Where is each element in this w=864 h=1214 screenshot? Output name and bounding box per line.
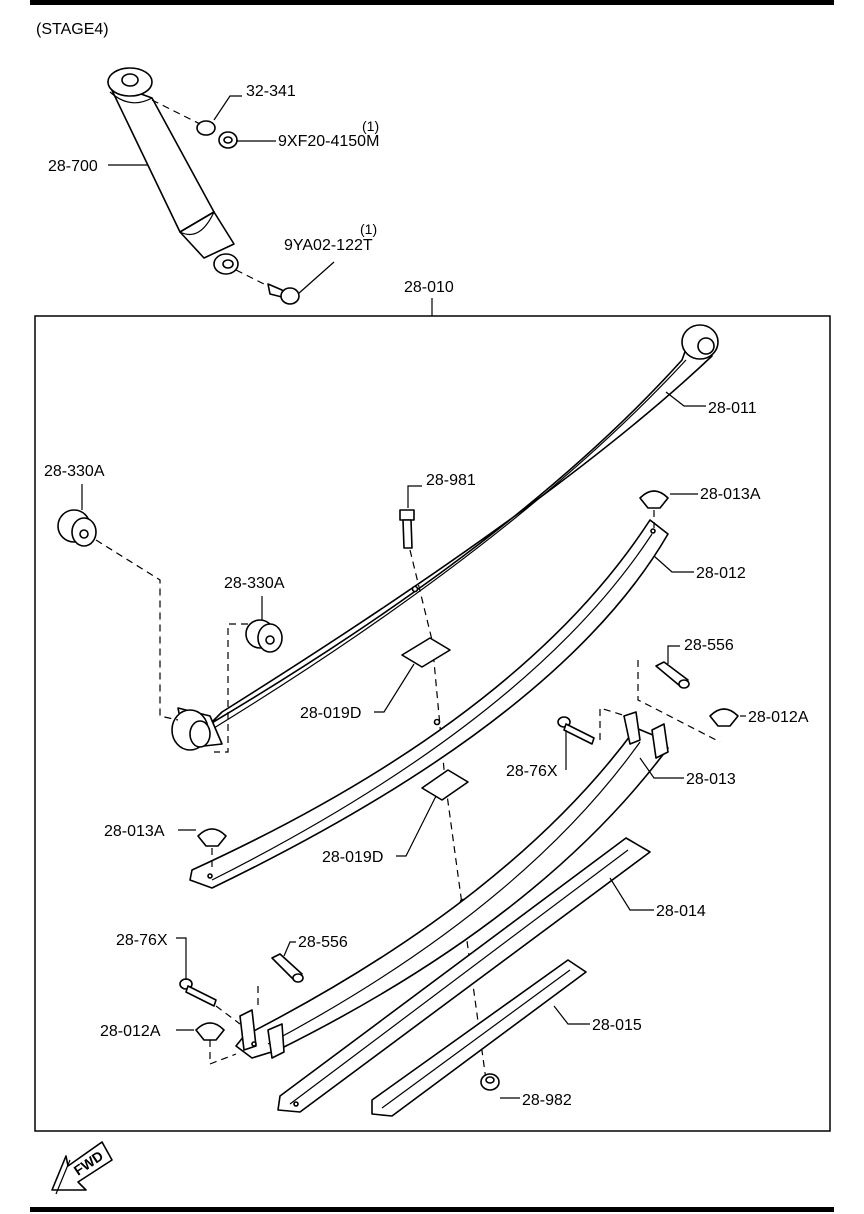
label-28-330a-1: 28-330A [44,463,105,480]
label-28-019d-1: 28-019D [300,705,361,722]
cap-28-013a-top [639,490,669,509]
label-28-013a-2: 28-013A [104,823,165,840]
washer-32-341 [196,120,216,136]
label-28-012a-2: 28-012A [100,1023,161,1040]
label-28-330a-2: 28-330A [224,575,285,592]
label-28-013a-1: 28-013A [700,486,761,503]
nut-9xf20 [218,131,238,149]
center-bolt-28-981 [399,509,415,549]
bolt-28-76x-bottom [179,978,217,1007]
stage-label: (STAGE4) [36,21,109,38]
label-28-76x-2: 28-76X [116,932,168,949]
cap-28-013a-bottom [197,828,227,847]
label-9xf20-qty: (1) [362,118,379,134]
label-28-556-1: 28-556 [684,637,734,654]
bolt-28-76x-top [557,716,595,745]
fwd-arrow-icon: FWD [51,1141,113,1195]
bushing-28-330a-left [57,509,97,547]
leaf-28-013 [235,711,669,1059]
spacer-28-019d-1 [401,637,451,668]
cap-28-012a-right [709,708,739,727]
pin-28-556-bottom [271,953,304,983]
leaf-28-012 [189,519,669,889]
label-28-014: 28-014 [656,903,706,920]
label-28-010: 28-010 [404,279,454,296]
assembly-box [34,315,831,1132]
shock-absorber [107,67,239,275]
bushing-28-330a-right [245,619,283,653]
label-28-012: 28-012 [696,565,746,582]
label-9ya02-qty: (1) [360,221,377,237]
pin-28-556-top [655,661,690,689]
top-rule [30,0,834,5]
bolt-9ya02 [267,283,300,305]
label-28-019d-2: 28-019D [322,849,383,866]
label-28-012a-1: 28-012A [748,709,809,726]
label-28-981: 28-981 [426,472,476,489]
main-leaf-28-011 [171,324,719,751]
label-28-982: 28-982 [522,1092,572,1109]
nut-28-982 [480,1073,500,1091]
spacer-28-019d-2 [421,769,469,801]
label-28-556-2: 28-556 [298,934,348,951]
leaf-28-015 [371,959,587,1117]
label-9xf20-4150m: 9XF20-4150M [278,133,379,150]
cap-28-012a-left [195,1022,225,1041]
label-28-76x-1: 28-76X [506,763,558,780]
bottom-rule [30,1207,834,1212]
label-9ya02-122t: 9YA02-122T [284,237,373,254]
label-28-013: 28-013 [686,771,736,788]
label-28-015: 28-015 [592,1017,642,1034]
label-32-341: 32-341 [246,83,296,100]
label-28-011: 28-011 [708,400,757,417]
leaf-28-014 [277,837,651,1113]
label-28-700: 28-700 [48,158,98,175]
